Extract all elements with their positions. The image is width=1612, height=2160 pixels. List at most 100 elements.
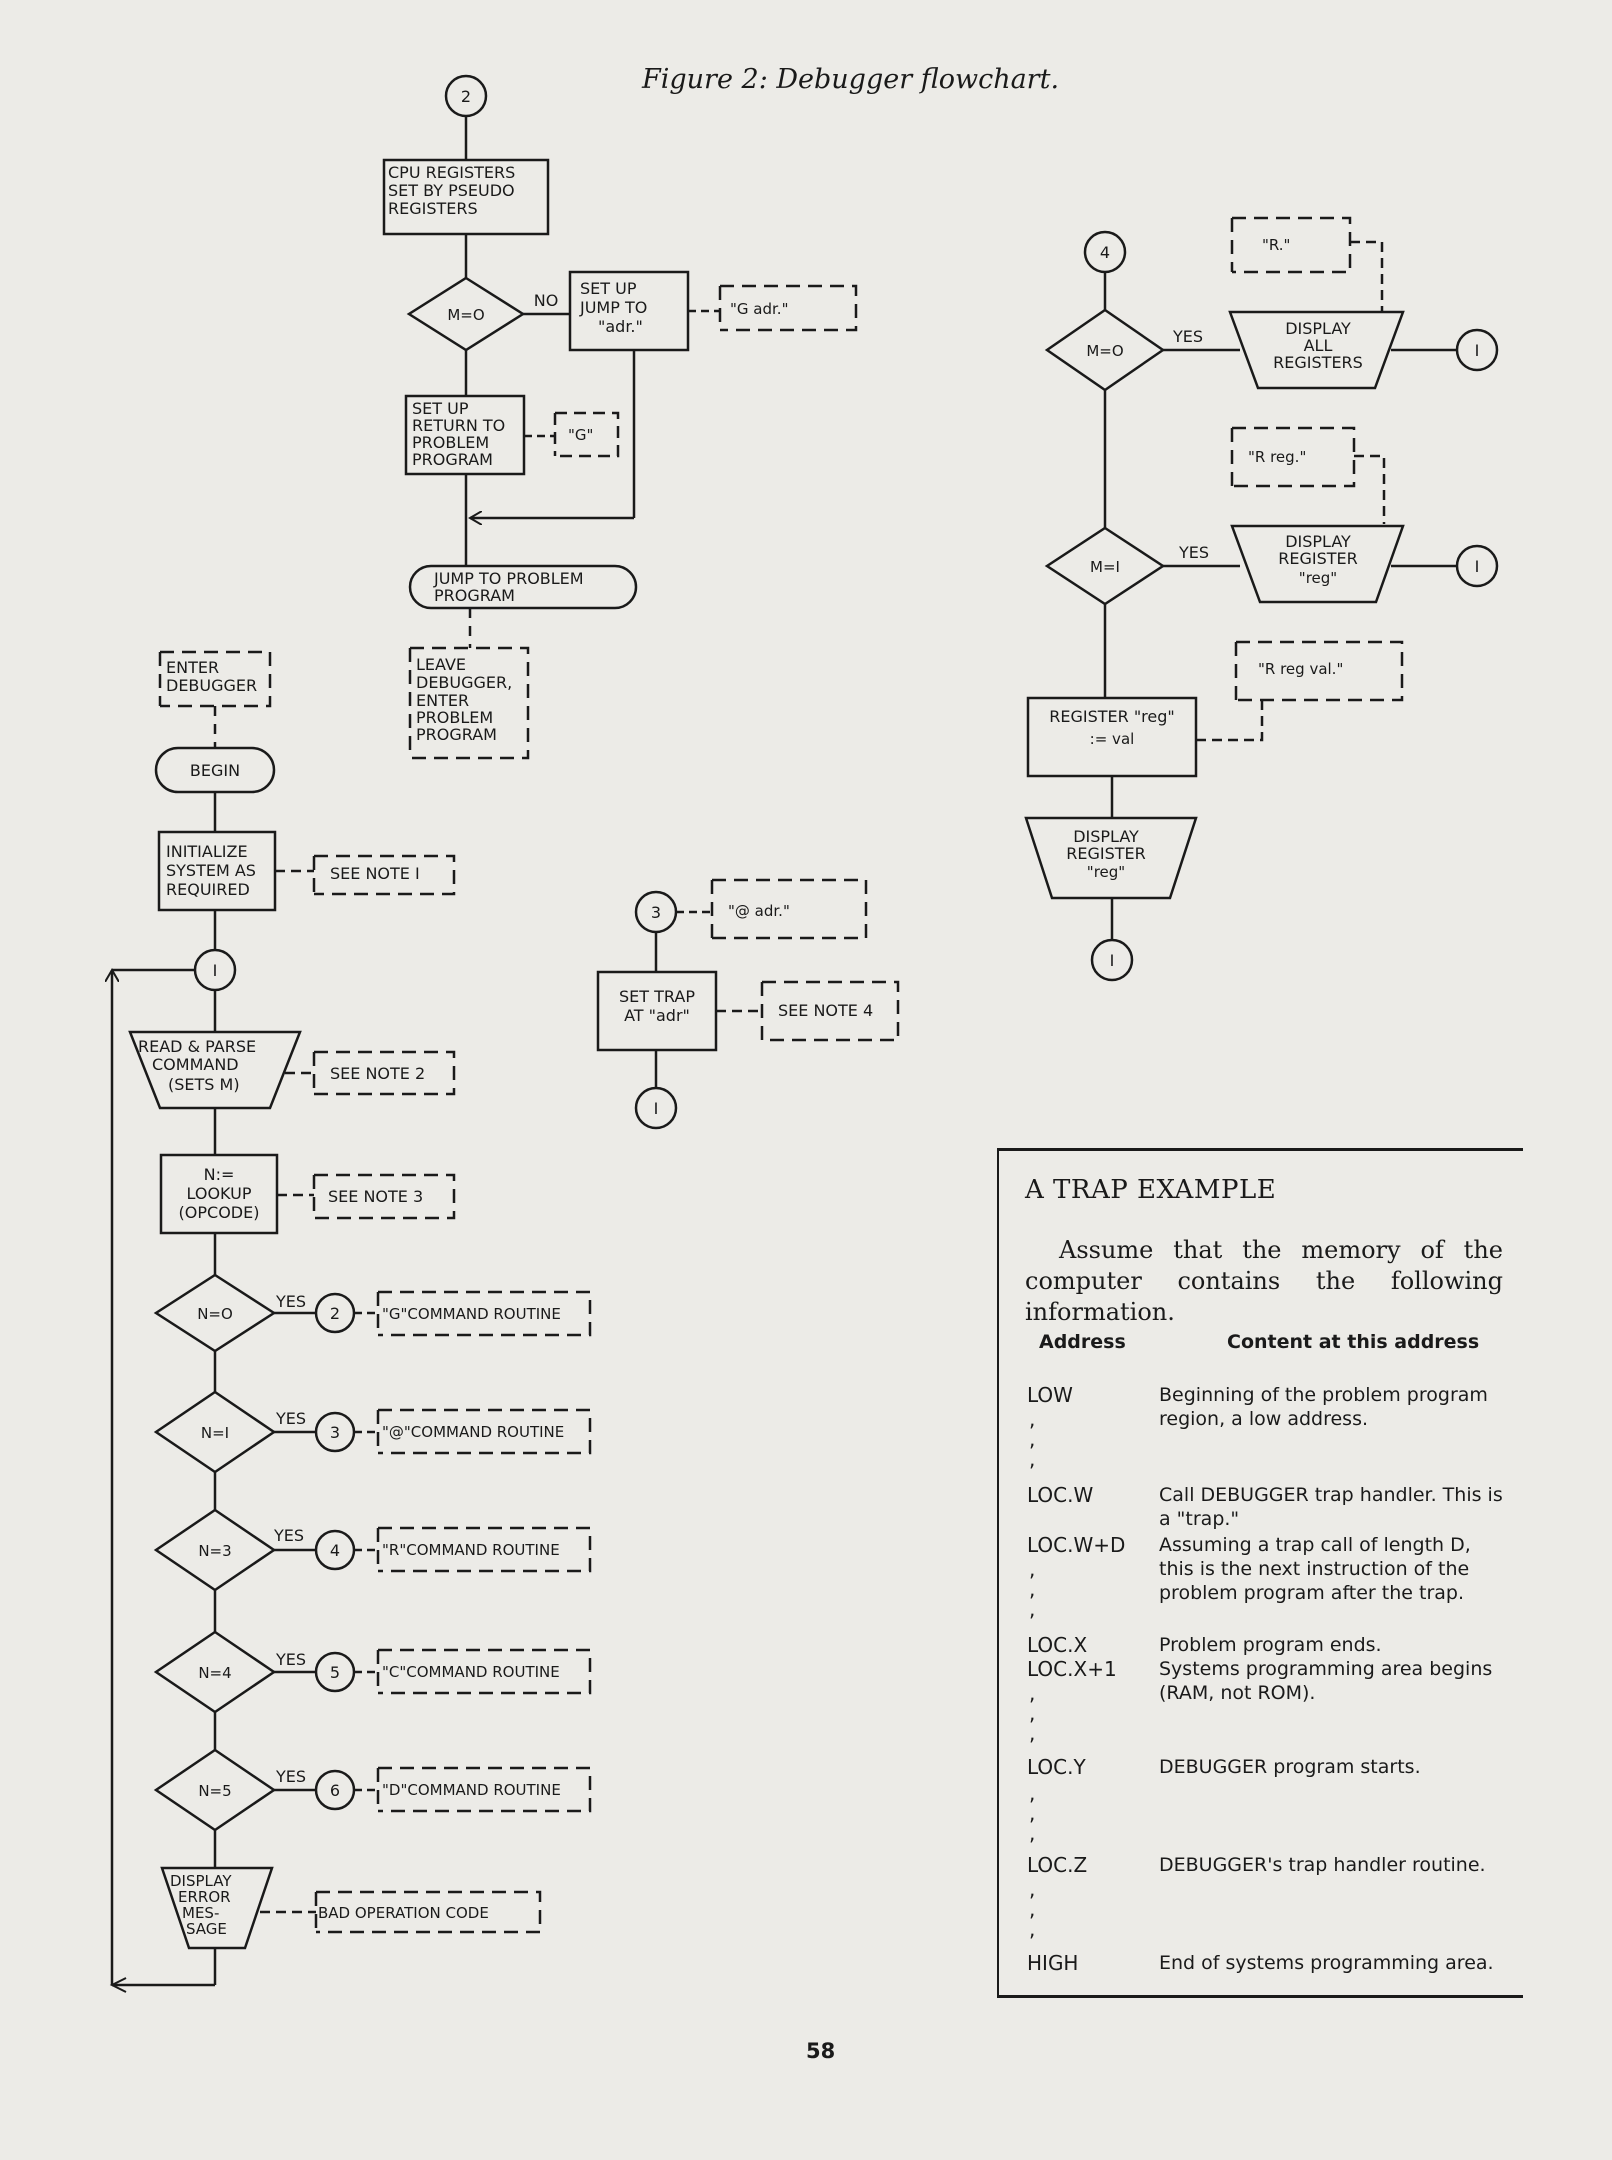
setup-jump-box: SET UP JUMP TO "adr." bbox=[568, 270, 690, 352]
svg-text:M=O: M=O bbox=[447, 306, 484, 324]
display-register-box-2: DISPLAY REGISTER "reg" bbox=[1024, 816, 1198, 900]
ellipsis-marks: ,,, bbox=[1029, 1407, 1036, 1471]
at-adr-note: "@ adr." bbox=[710, 878, 868, 940]
svg-text:M=I: M=I bbox=[1090, 558, 1120, 576]
svg-text:LEAVE: LEAVE bbox=[416, 655, 466, 674]
memory-address: LOC.W bbox=[1027, 1483, 1094, 1507]
svg-text:"reg": "reg" bbox=[1087, 863, 1125, 881]
figure-caption: Figure 2: Debugger flowchart. bbox=[642, 64, 1060, 95]
svg-text:I: I bbox=[654, 1099, 659, 1118]
decision-m1-r: M=I YES bbox=[1044, 526, 1240, 606]
memory-address: HIGH bbox=[1027, 1951, 1079, 1975]
svg-text:DISPLAY: DISPLAY bbox=[1073, 827, 1139, 846]
svg-text:N=O: N=O bbox=[197, 1305, 233, 1323]
lookup-box: N:= LOOKUP (OPCODE) bbox=[159, 1153, 279, 1235]
svg-text:5: 5 bbox=[330, 1663, 340, 1682]
memory-address: LOC.W+D bbox=[1027, 1533, 1126, 1557]
ellipsis-marks: ,,, bbox=[1029, 1681, 1036, 1745]
svg-text:JUMP TO PROBLEM: JUMP TO PROBLEM bbox=[433, 569, 584, 588]
connector-2-top: 2 bbox=[444, 74, 488, 118]
svg-text:N=3: N=3 bbox=[198, 1542, 231, 1560]
svg-text:SEE NOTE I: SEE NOTE I bbox=[330, 864, 420, 883]
svg-text:PROGRAM: PROGRAM bbox=[412, 450, 493, 469]
svg-text:SAGE: SAGE bbox=[186, 1920, 227, 1938]
leave-debugger-note: LEAVE DEBUGGER, ENTER PROBLEM PROGRAM bbox=[408, 646, 530, 760]
svg-text:ENTER: ENTER bbox=[166, 658, 219, 677]
memory-address: LOW bbox=[1027, 1383, 1073, 1407]
begin-terminator: BEGIN bbox=[154, 746, 276, 794]
svg-text:M=O: M=O bbox=[1086, 342, 1123, 360]
svg-text:SET UP: SET UP bbox=[580, 279, 637, 298]
decision-m0-g: M=O NO bbox=[406, 276, 570, 352]
memory-content: End of systems programming area. bbox=[1159, 1952, 1494, 1974]
svg-text:N=I: N=I bbox=[201, 1424, 229, 1442]
content-column-header: Content at this address bbox=[1227, 1331, 1480, 1353]
memory-content: Systems programming area begins (RAM, no… bbox=[1159, 1658, 1493, 1704]
decision-n5: N=5 YES 6 "D"COMMAND ROUTINE bbox=[153, 1748, 592, 1832]
cpu-registers-box: CPU REGISTERS SET BY PSEUDO REGISTERS bbox=[382, 158, 550, 236]
svg-text:PROBLEM: PROBLEM bbox=[412, 433, 489, 452]
r-dot-note: "R." bbox=[1230, 216, 1384, 312]
svg-text:SEE NOTE 2: SEE NOTE 2 bbox=[330, 1064, 425, 1083]
svg-text:CPU REGISTERS: CPU REGISTERS bbox=[388, 163, 515, 182]
svg-text:"@"COMMAND ROUTINE: "@"COMMAND ROUTINE bbox=[382, 1423, 564, 1441]
svg-text:"G": "G" bbox=[568, 426, 593, 444]
svg-text:READ & PARSE: READ & PARSE bbox=[138, 1037, 256, 1056]
svg-text:YES: YES bbox=[273, 1526, 304, 1545]
setup-return-box: SET UP RETURN TO PROBLEM PROGRAM bbox=[404, 394, 526, 476]
bad-op-note: BAD OPERATION CODE bbox=[314, 1890, 542, 1934]
svg-text:SET UP: SET UP bbox=[412, 399, 469, 418]
svg-text:DEBUGGER,: DEBUGGER, bbox=[416, 673, 512, 692]
svg-text:MES-: MES- bbox=[182, 1904, 219, 1922]
svg-text:REGISTER: REGISTER bbox=[1278, 549, 1358, 568]
memory-address: LOC.Y bbox=[1027, 1755, 1086, 1779]
svg-text:N=5: N=5 bbox=[198, 1782, 231, 1800]
note1-box: SEE NOTE I bbox=[312, 854, 456, 896]
svg-text:"@ adr.": "@ adr." bbox=[728, 902, 790, 920]
svg-text:(OPCODE): (OPCODE) bbox=[179, 1203, 260, 1222]
svg-text:"D"COMMAND ROUTINE: "D"COMMAND ROUTINE bbox=[382, 1781, 561, 1799]
svg-text:ERROR: ERROR bbox=[178, 1888, 231, 1906]
svg-text:REGISTER: REGISTER bbox=[1066, 844, 1146, 863]
svg-text:DEBUGGER: DEBUGGER bbox=[166, 676, 257, 695]
trap-example-panel: A TRAP EXAMPLE Assume that the memory of… bbox=[997, 1148, 1523, 1998]
memory-address: LOC.X bbox=[1027, 1633, 1088, 1657]
jump-problem-terminator: JUMP TO PROBLEM PROGRAM bbox=[408, 564, 638, 610]
memory-address: LOC.Z bbox=[1027, 1853, 1088, 1877]
svg-text:REGISTERS: REGISTERS bbox=[388, 199, 478, 218]
svg-text:"R reg val.": "R reg val." bbox=[1258, 660, 1343, 678]
decision-m0-r: M=O YES bbox=[1044, 308, 1240, 392]
r-reg-val-note: "R reg val." bbox=[1196, 640, 1404, 742]
svg-text:ENTER: ENTER bbox=[416, 691, 469, 710]
svg-text:DISPLAY: DISPLAY bbox=[170, 1872, 232, 1890]
svg-text:REQUIRED: REQUIRED bbox=[166, 880, 250, 899]
note4-box: SEE NOTE 4 bbox=[760, 980, 900, 1042]
svg-text:(SETS M): (SETS M) bbox=[168, 1075, 240, 1094]
svg-text:YES: YES bbox=[275, 1650, 306, 1669]
svg-text:PROGRAM: PROGRAM bbox=[416, 725, 497, 744]
decision-n1: N=I YES 3 "@"COMMAND ROUTINE bbox=[153, 1390, 592, 1474]
memory-content: Call DEBUGGER trap handler. This is a "t… bbox=[1159, 1484, 1503, 1530]
connector-1-r-exit-c: I bbox=[1090, 938, 1134, 982]
trap-example-intro: Assume that the memory of the computer c… bbox=[1025, 1236, 1503, 1326]
svg-text:"C"COMMAND ROUTINE: "C"COMMAND ROUTINE bbox=[382, 1663, 560, 1681]
svg-text:"R.": "R." bbox=[1262, 236, 1290, 254]
svg-text:YES: YES bbox=[1172, 327, 1203, 346]
svg-text:6: 6 bbox=[330, 1781, 340, 1800]
connector-4-top: 4 bbox=[1083, 230, 1127, 274]
note3-box: SEE NOTE 3 bbox=[312, 1173, 456, 1220]
svg-text:N:=: N:= bbox=[204, 1165, 235, 1184]
svg-text:SET TRAP: SET TRAP bbox=[619, 987, 695, 1006]
svg-text:PROGRAM: PROGRAM bbox=[434, 586, 515, 605]
svg-text:SET BY PSEUDO: SET BY PSEUDO bbox=[388, 181, 515, 200]
svg-text:2: 2 bbox=[330, 1304, 340, 1323]
display-register-box: DISPLAY REGISTER "reg" bbox=[1230, 524, 1405, 604]
svg-text:"reg": "reg" bbox=[1299, 569, 1337, 587]
svg-text:DISPLAY: DISPLAY bbox=[1285, 532, 1351, 551]
memory-content: Assuming a trap call of length D, this i… bbox=[1159, 1534, 1471, 1604]
decision-n3: N=3 YES 4 "R"COMMAND ROUTINE bbox=[153, 1508, 592, 1592]
svg-text:I: I bbox=[1110, 951, 1115, 970]
svg-text:3: 3 bbox=[330, 1423, 340, 1442]
svg-text:PROBLEM: PROBLEM bbox=[416, 708, 493, 727]
